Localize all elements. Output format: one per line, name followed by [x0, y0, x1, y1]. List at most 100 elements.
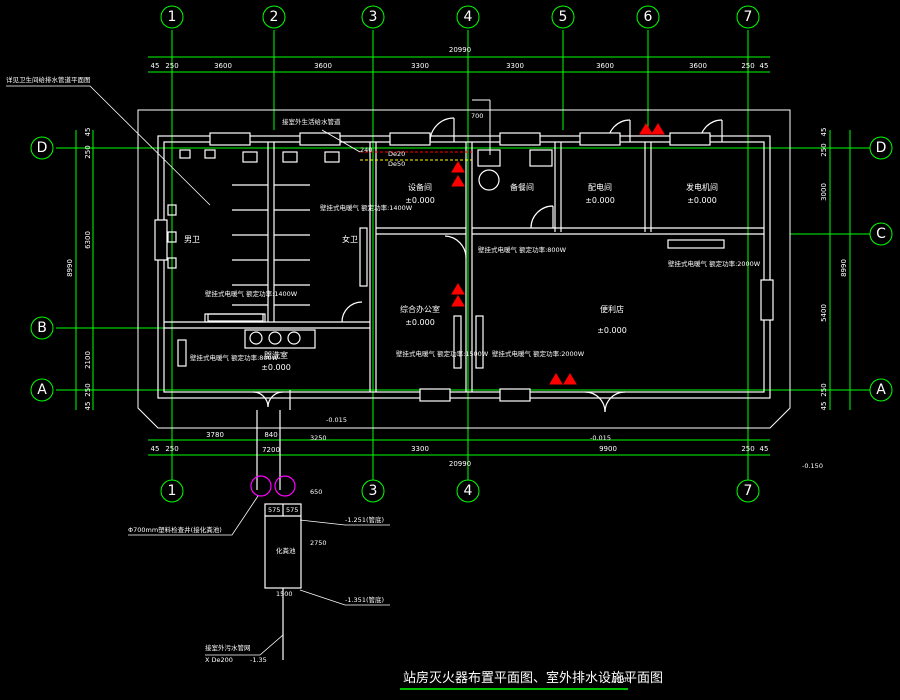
room-toilet-m: 男卫	[184, 235, 200, 244]
septic-dim-5: 575	[286, 506, 298, 514]
dim-right-4: 250	[820, 383, 828, 396]
dim-right-5: 45	[820, 402, 828, 411]
axis-top-3: 3	[369, 9, 378, 25]
axis-bottom-7: 7	[744, 483, 753, 499]
room-storage: 备餐间	[510, 182, 534, 192]
dim-left-5: 45	[84, 402, 92, 411]
drawing-title: 站房灭火器布置平面图、室外排水设施平面图	[403, 670, 663, 686]
room-labels: 男卫 女卫 设备间 ±0.000 备餐间 配电间 ±0.000 发电机间 ±0.…	[184, 182, 718, 372]
room-power-level: ±0.000	[585, 196, 615, 205]
dim-right-3: 5400	[820, 304, 828, 322]
axis-left-b: B	[37, 320, 47, 336]
pipe-notes: De20 De50 接室外生活给水管道 详见卫生间给排水管道平面图 700 24…	[6, 75, 823, 470]
axis-top-5: 5	[559, 9, 568, 25]
level-1: -0.015	[326, 416, 347, 424]
axis-left-d: D	[37, 140, 48, 156]
septic-notes: 化粪池 Φ700mm塑料检查井(接化粪池) -1.251(管底) -1.351(…	[128, 434, 384, 664]
axis-top-6: 6	[644, 9, 653, 25]
room-toilet-f: 女卫	[342, 234, 358, 244]
dimensions-left: 45 250 6300 2100 250 45 8990	[66, 128, 92, 411]
septic-dim-3: 1500	[276, 590, 293, 598]
septic-out-note: 接室外污水管网	[205, 643, 251, 652]
dim-detail-7200: 7200	[262, 446, 280, 454]
axis-top-7: 7	[744, 9, 753, 25]
dim-detail-840: 840	[264, 431, 277, 439]
dim-bottom-5: 45	[760, 445, 769, 453]
fire-extinguishers	[451, 123, 665, 385]
dim-bottom-0: 45	[151, 445, 160, 453]
dim-top-9: 45	[760, 62, 769, 70]
leader-lines	[6, 85, 390, 656]
dim-top-4: 3300	[411, 62, 429, 70]
dim-bottom-3: 9900	[599, 445, 617, 453]
dimensions-bottom: 45 250 3300 9900 250 45 20990 3780 840 7…	[151, 431, 769, 468]
axis-left-a: A	[37, 382, 47, 398]
room-wash-level: ±0.000	[261, 363, 291, 372]
axis-bottom-3: 3	[369, 483, 378, 499]
axis-bottom-4: 4	[464, 483, 473, 499]
dim-bottom-1: 250	[165, 445, 178, 453]
axis-right-a: A	[876, 382, 886, 398]
dim-right-total: 8990	[840, 259, 848, 277]
axis-top-1: 1	[168, 9, 177, 25]
axis-right-c: C	[876, 226, 886, 242]
dim-detail-3780: 3780	[206, 431, 224, 439]
heater-notes: 壁挂式电暖气 额定功率:1400W 壁挂式电暖气 额定功率:1400W 壁挂式电…	[190, 203, 761, 362]
heater-note-4: 壁挂式电暖气 额定功率:800W	[190, 353, 279, 362]
dim-top-1: 250	[165, 62, 178, 70]
dimensions-right: 45 250 3000 5400 250 45 8990	[820, 128, 848, 411]
axis-labels: 1 2 3 4 5 6 7 1 3 4 7 D B A D C A	[37, 9, 887, 499]
dim-bottom-2: 3300	[411, 445, 429, 453]
septic-dim-4: 575	[268, 506, 280, 514]
septic-dim-1: 650	[310, 488, 322, 496]
toilet-detail-note: 详见卫生间给排水管道平面图	[6, 75, 91, 84]
septic-out-level: -1.35	[250, 656, 267, 664]
septic-dim-2: 2750	[310, 539, 327, 547]
dim-left-total: 8990	[66, 259, 74, 277]
dim-top-3: 3600	[314, 62, 332, 70]
room-office-level: ±0.000	[405, 318, 435, 327]
dim-total-bottom: 20990	[449, 460, 471, 468]
dimensions-top: 20990 45 250 3600 3600 3300 3300 3600 36…	[151, 46, 769, 70]
room-generator: 发电机间	[686, 182, 718, 192]
axis-top-2: 2	[270, 9, 279, 25]
axis-right-d: D	[876, 140, 887, 156]
room-store-level: ±0.000	[597, 326, 627, 335]
dim-top-0: 45	[151, 62, 160, 70]
room-store: 便利店	[600, 304, 624, 314]
septic-label: 化粪池	[276, 546, 296, 555]
extinguisher-icon	[563, 373, 577, 385]
room-equipment-level: ±0.000	[405, 196, 435, 205]
extinguisher-icon	[451, 283, 465, 295]
dim-bottom-4: 250	[741, 445, 754, 453]
septic-dim-0: 3250	[310, 434, 327, 442]
extinguisher-icon	[639, 123, 653, 135]
dim-left-3: 2100	[84, 351, 92, 369]
level-3: -0.150	[802, 462, 823, 470]
dim-right-1: 250	[820, 143, 828, 156]
extinguisher-icon	[451, 295, 465, 307]
septic-out-pipe: X De200	[205, 656, 233, 664]
pipe-de20: De20	[388, 150, 405, 158]
dim-top-6: 3600	[596, 62, 614, 70]
axis-top-4: 4	[464, 9, 473, 25]
dim-top-7: 3600	[689, 62, 707, 70]
axis-grid	[56, 30, 870, 480]
heater-note-7: 壁挂式电暖气 额定功率:2000W	[492, 349, 585, 358]
extinguisher-icon	[651, 123, 665, 135]
dim-right-0: 45	[820, 128, 828, 137]
heater-note-3: 壁挂式电暖气 额定功率:800W	[478, 245, 567, 254]
level-2: -0.015	[590, 434, 611, 442]
pipe-note: 接室外生活给水管道	[282, 117, 341, 126]
dim-left-4: 250	[84, 383, 92, 396]
dim-left-0: 45	[84, 128, 92, 137]
room-office: 综合办公室	[400, 304, 440, 314]
septic-note: Φ700mm塑料检查井(接化粪池)	[128, 525, 222, 534]
heater-note-5: 壁挂式电暖气 额定功率:2000W	[668, 259, 761, 268]
axis-bottom-1: 1	[168, 483, 177, 499]
axis-bubbles	[30, 5, 893, 503]
extinguisher-icon	[451, 175, 465, 187]
building-walls	[137, 109, 791, 660]
extinguisher-icon	[549, 373, 563, 385]
